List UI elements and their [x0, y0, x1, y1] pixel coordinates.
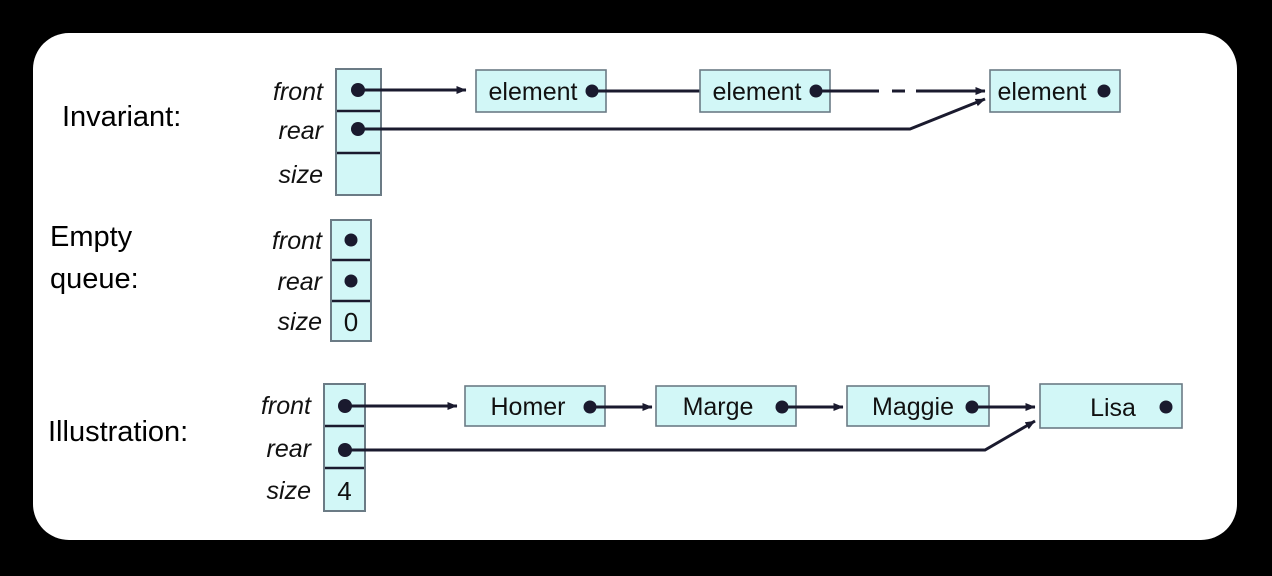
node-label: Homer	[490, 393, 565, 421]
list-node-last: Lisa	[1039, 383, 1183, 429]
node-box	[699, 69, 831, 113]
field-label-size: size	[267, 477, 311, 505]
node-box	[1039, 383, 1183, 429]
row-label-empty-queue-line2: queue:	[50, 263, 139, 295]
node-label: element	[489, 78, 578, 106]
node-label: element	[998, 78, 1087, 106]
cell-value-size: 4	[337, 476, 351, 506]
struct-outline	[323, 383, 366, 512]
field-label-rear: rear	[278, 268, 324, 296]
struct-outline	[335, 68, 382, 196]
cell-size	[335, 152, 382, 196]
list-node: Marge	[655, 385, 797, 427]
node-box	[655, 385, 797, 427]
cell-value-size: 0	[344, 307, 358, 337]
node-box	[464, 385, 606, 427]
list-node-last: element	[989, 69, 1121, 113]
field-label-rear: rear	[279, 117, 325, 145]
list-node: Homer	[464, 385, 606, 427]
node-box	[846, 385, 990, 427]
list-node: Maggie	[846, 385, 990, 427]
list-node: element	[475, 69, 607, 113]
field-label-rear: rear	[267, 435, 313, 463]
queue-header-struct-illustration: 4	[323, 383, 366, 512]
white-card-background	[33, 33, 1237, 540]
field-label-front: front	[273, 78, 324, 106]
row-label-illustration: Illustration:	[48, 416, 188, 448]
node-label: Lisa	[1090, 394, 1136, 422]
node-label: element	[713, 78, 802, 106]
row-empty-queue: Empty queue: front rear size 0	[50, 219, 372, 342]
row-illustration: Illustration: front rear size 4 Homer	[48, 383, 1183, 512]
node-box	[475, 69, 607, 113]
node-null-dot	[1097, 84, 1111, 98]
field-label-size: size	[278, 308, 322, 336]
field-label-front: front	[272, 227, 323, 255]
rear-null-dot	[344, 274, 358, 288]
row-invariant: Invariant: front rear size	[62, 68, 1121, 196]
rear-pointer-link	[358, 97, 986, 131]
field-label-size: size	[279, 161, 323, 189]
row-label-empty-queue-line1: Empty	[50, 221, 133, 253]
node-label: Maggie	[872, 393, 954, 421]
list-node: element	[699, 69, 831, 113]
field-label-front: front	[261, 392, 312, 420]
node-null-dot	[1159, 400, 1173, 414]
row-label-invariant: Invariant:	[62, 101, 181, 133]
front-null-dot	[344, 233, 358, 247]
struct-outline	[330, 219, 372, 342]
node-label: Marge	[683, 393, 754, 421]
queue-header-struct-empty: 0	[330, 219, 372, 342]
rear-pointer-link	[345, 419, 1036, 452]
